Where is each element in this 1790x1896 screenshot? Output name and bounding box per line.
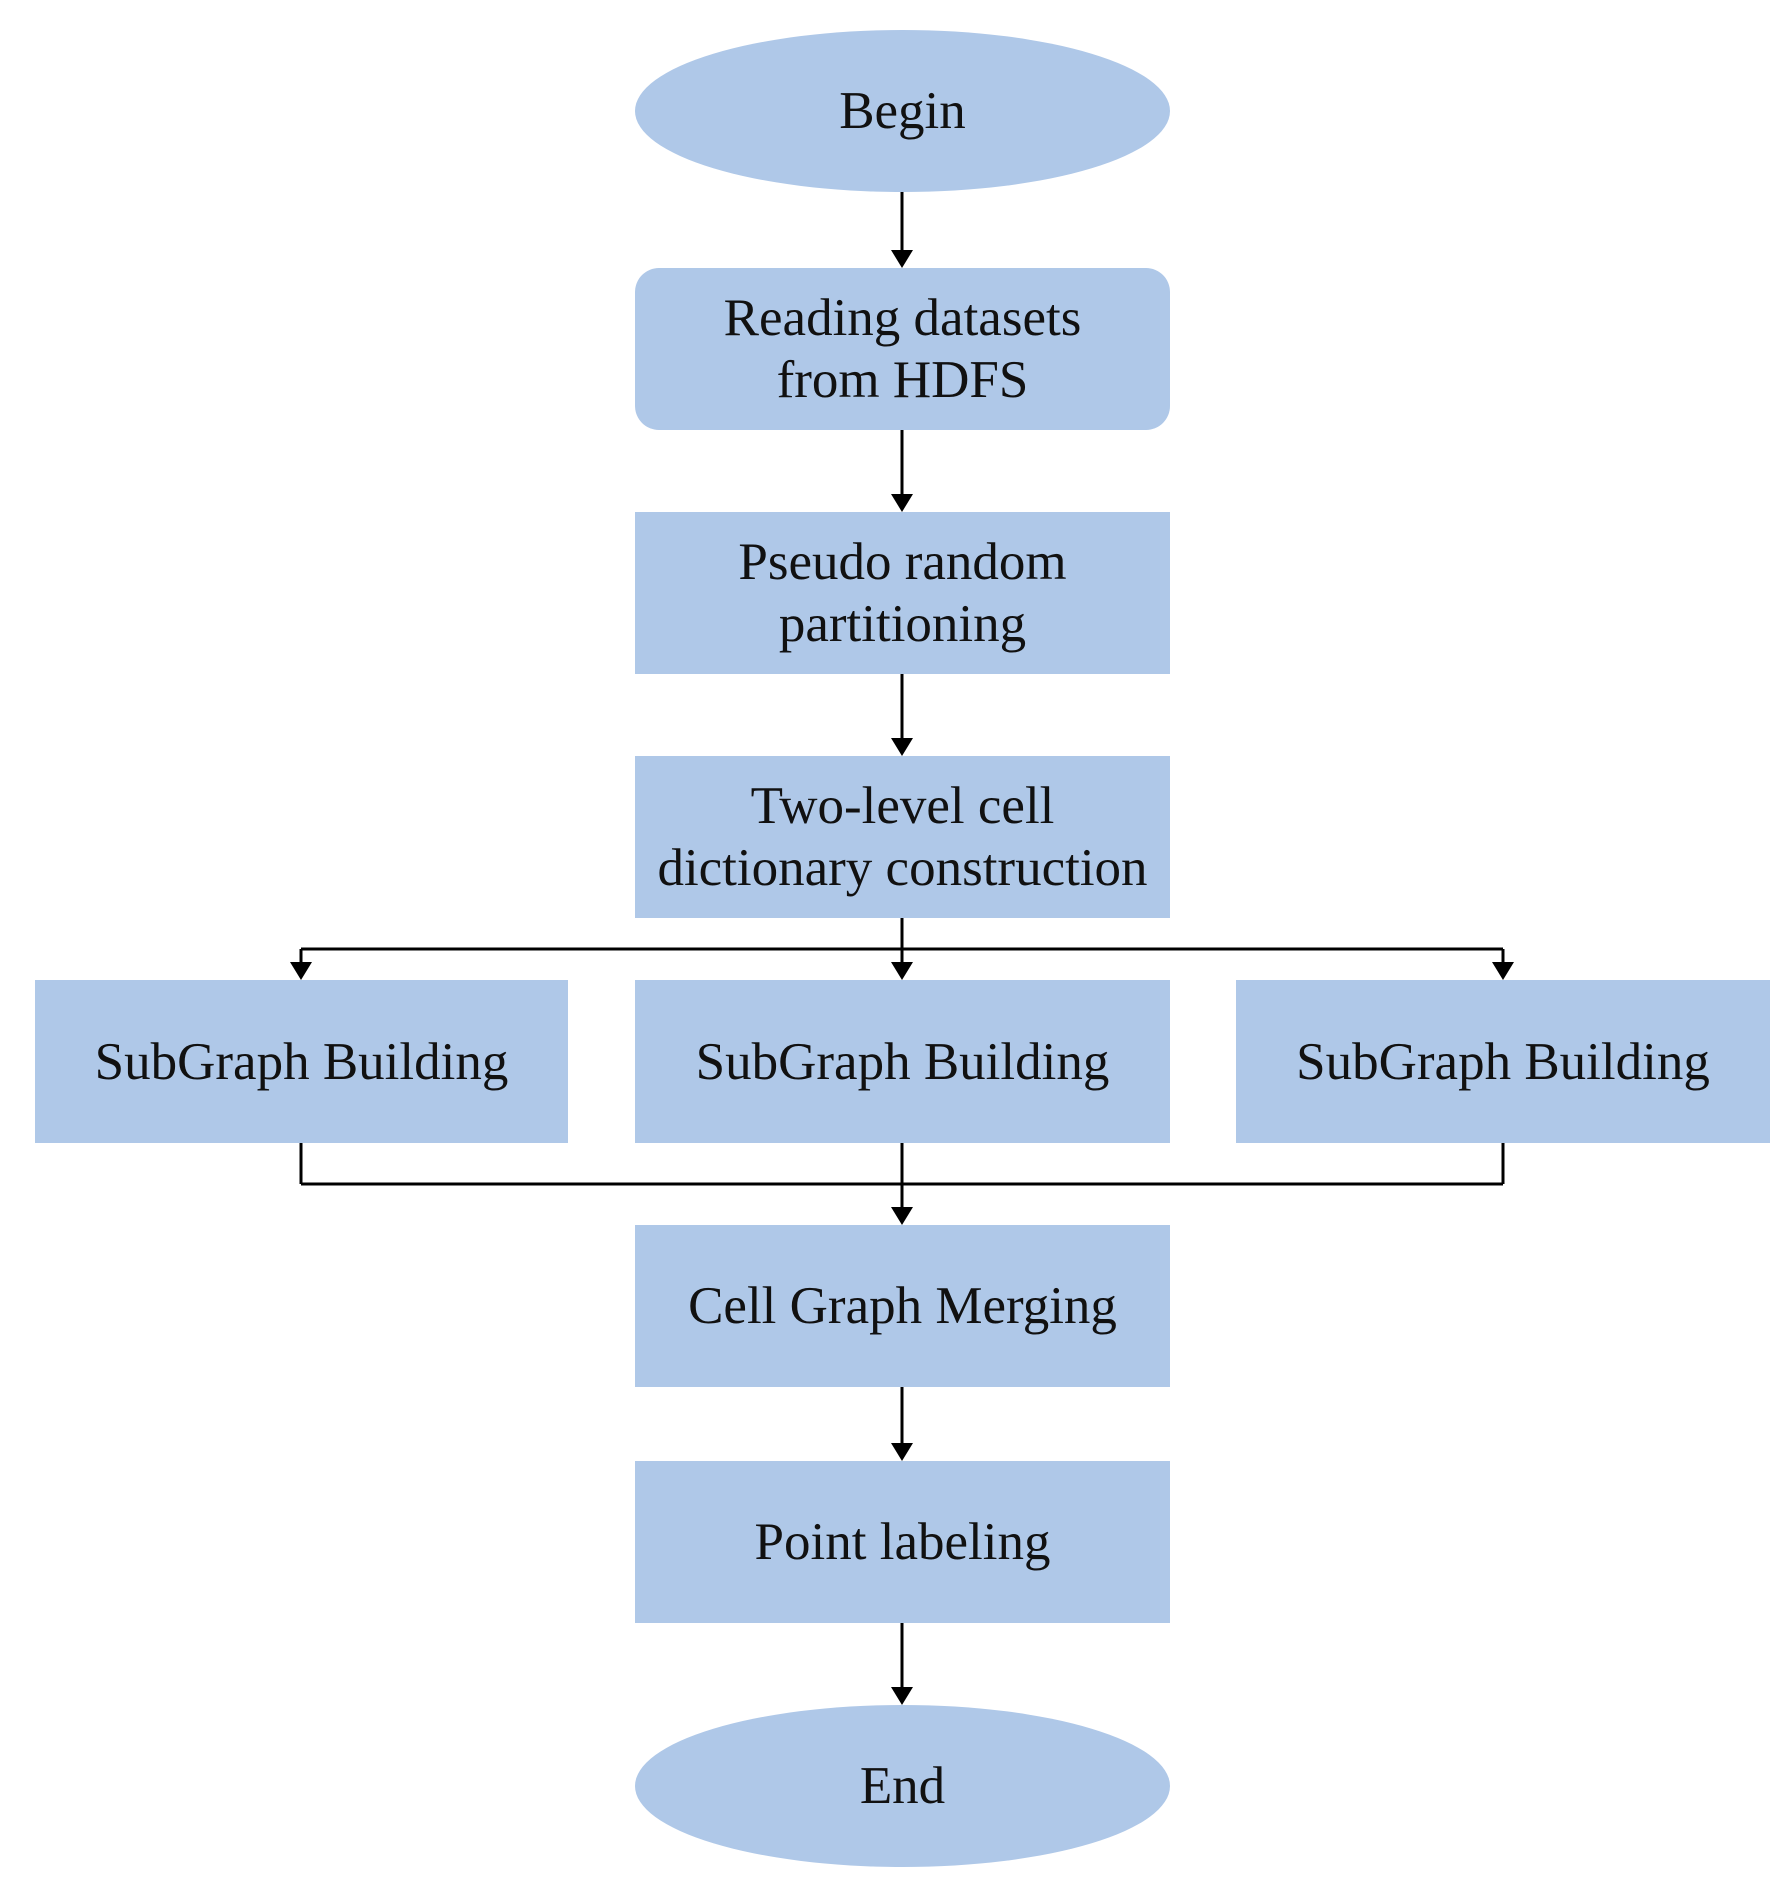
subgraph-building-node-2: SubGraph Building bbox=[635, 980, 1170, 1143]
begin-label: Begin bbox=[839, 82, 966, 140]
end-node: End bbox=[635, 1705, 1170, 1867]
arrowhead-merge bbox=[891, 1207, 913, 1225]
reading-label-line2: from HDFS bbox=[776, 351, 1029, 409]
begin-node: Begin bbox=[635, 30, 1170, 192]
subgraph-label-1: SubGraph Building bbox=[94, 1032, 509, 1091]
two-level-dictionary-node: Two-level cell dictionary construction bbox=[635, 756, 1170, 918]
pseudo-random-partitioning-node: Pseudo random partitioning bbox=[635, 512, 1170, 674]
subgraph-building-node-3: SubGraph Building bbox=[1236, 980, 1770, 1143]
arrowhead-sg2 bbox=[891, 962, 913, 980]
reading-label-line1: Reading datasets bbox=[723, 289, 1082, 347]
twolevel-label-line2: dictionary construction bbox=[657, 839, 1148, 897]
arrowhead-label bbox=[891, 1443, 913, 1461]
arrowhead-sg1 bbox=[290, 962, 312, 980]
pseudo-label-line2: partitioning bbox=[778, 595, 1027, 653]
labeling-label: Point labeling bbox=[754, 1513, 1051, 1571]
pseudo-label-line1: Pseudo random bbox=[738, 533, 1067, 591]
merging-label: Cell Graph Merging bbox=[688, 1277, 1117, 1335]
arrowhead-reading bbox=[891, 250, 913, 268]
arrowhead-sg3 bbox=[1492, 962, 1514, 980]
arrowhead-end bbox=[891, 1687, 913, 1705]
end-label: End bbox=[859, 1757, 946, 1815]
subgraph-label-3: SubGraph Building bbox=[1296, 1032, 1710, 1091]
point-labeling-node: Point labeling bbox=[635, 1461, 1170, 1623]
arrowhead-twolevel bbox=[891, 738, 913, 756]
subgraph-building-node-1: SubGraph Building bbox=[35, 980, 568, 1143]
reading-datasets-node: Reading datasets from HDFS bbox=[635, 268, 1170, 430]
arrowhead-pseudo bbox=[891, 494, 913, 512]
twolevel-label-line1: Two-level cell bbox=[750, 777, 1055, 835]
subgraph-label-2: SubGraph Building bbox=[695, 1032, 1110, 1091]
cell-graph-merging-node: Cell Graph Merging bbox=[635, 1225, 1170, 1387]
